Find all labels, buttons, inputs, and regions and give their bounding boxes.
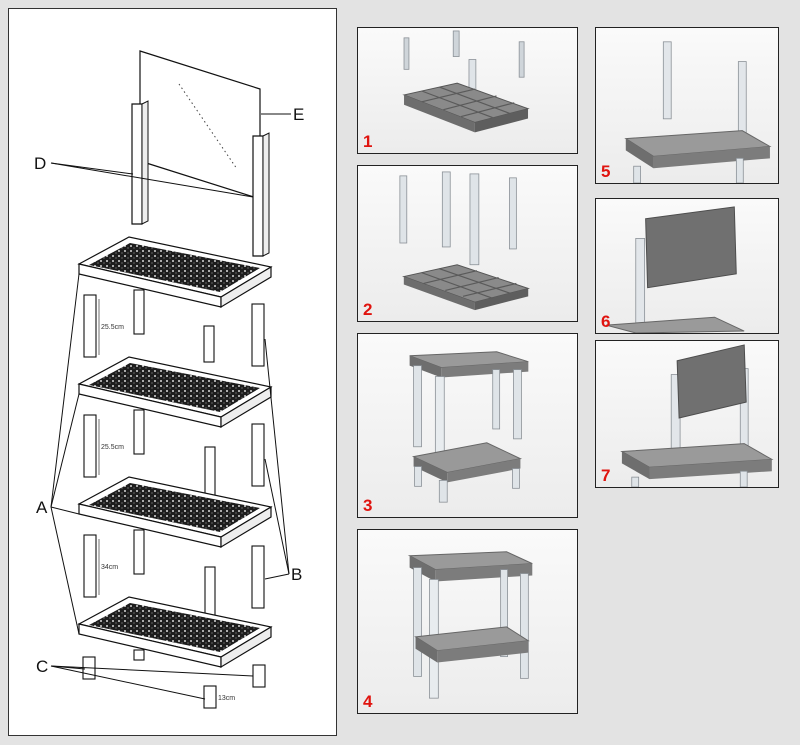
step-4-illustration — [407, 551, 533, 699]
callout-label-d: D — [34, 154, 46, 173]
step-2-illustration — [399, 171, 530, 311]
step-number: 5 — [601, 162, 611, 181]
step-5-illustration — [624, 41, 772, 183]
step-number: 6 — [601, 312, 611, 331]
leg-b-1 — [251, 303, 265, 367]
shelf-tray-1 — [77, 236, 273, 309]
step-2-panel: 2 — [357, 165, 578, 322]
dimension-label: 13cm — [218, 695, 235, 702]
shelf-tray-4 — [77, 596, 273, 669]
step-7-panel: 7 — [595, 340, 779, 488]
step-7-illustration — [620, 344, 774, 487]
exploded-diagram: 25.5cm 25.5cm 34cm 13cm D E A B C — [34, 50, 304, 709]
connector-leg — [133, 529, 145, 575]
leg-b-3 — [251, 545, 265, 609]
shelf-tray-2 — [77, 356, 273, 429]
dimension-label: 25.5cm — [101, 324, 124, 331]
leg-a-3 — [83, 534, 100, 598]
dimension-label: 25.5cm — [101, 444, 124, 451]
header-board — [139, 50, 261, 200]
callout-label-b: B — [291, 565, 302, 584]
step-6-illustration — [606, 206, 745, 333]
shelf-tray-3 — [77, 476, 273, 549]
leg-a-1 — [83, 294, 100, 358]
step-5-panel: 5 — [595, 27, 779, 184]
step-1-panel: 1 — [357, 27, 578, 154]
callout-label-c: C — [36, 657, 48, 676]
foot-c-3 — [203, 685, 217, 709]
foot-c-2 — [252, 664, 266, 688]
step-number: 2 — [363, 300, 373, 319]
connector-leg — [203, 325, 215, 363]
connector-leg — [133, 409, 145, 455]
post-d-left — [131, 100, 149, 225]
step-number: 1 — [363, 132, 373, 151]
connector-leg — [133, 289, 145, 335]
step-3-panel: 3 — [357, 333, 578, 518]
step-6-panel: 6 — [595, 198, 779, 334]
dimension-label: 34cm — [101, 564, 118, 571]
post-d-right — [252, 132, 270, 257]
exploded-diagram-panel: 25.5cm 25.5cm 34cm 13cm D E A B C — [8, 8, 337, 736]
step-number: 3 — [363, 496, 373, 515]
callout-label-a: A — [36, 498, 48, 517]
step-number: 4 — [363, 692, 373, 711]
step-3-illustration — [409, 351, 529, 503]
callout-label-e: E — [293, 105, 304, 124]
step-1-illustration — [402, 30, 530, 133]
leg-a-2 — [83, 414, 100, 478]
step-number: 7 — [601, 466, 611, 485]
step-4-panel: 4 — [357, 529, 578, 714]
leg-b-2 — [251, 423, 265, 487]
